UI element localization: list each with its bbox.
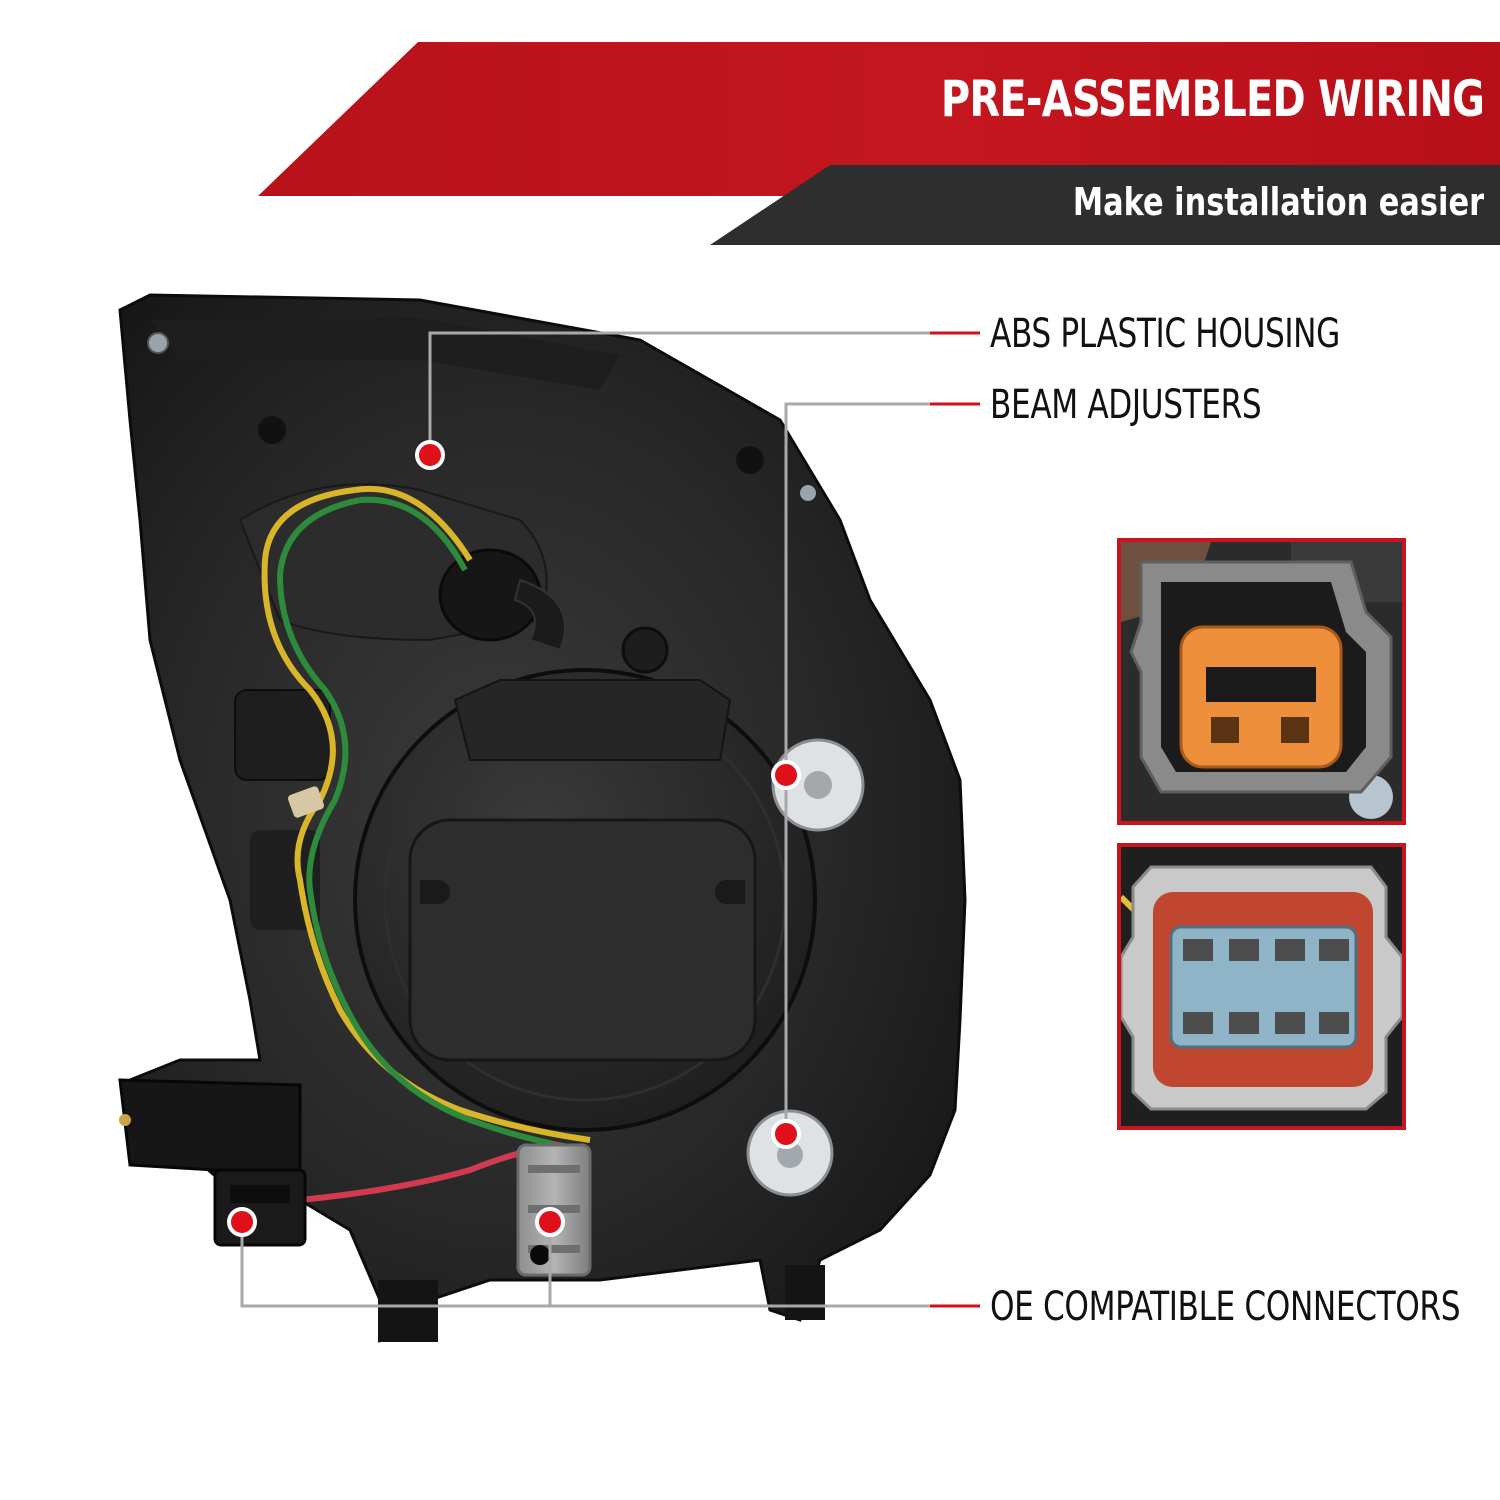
marker-gray-plug bbox=[535, 1207, 565, 1237]
marker-housing bbox=[415, 440, 445, 470]
black-plug bbox=[213, 1168, 307, 1247]
banner-subtitle: Make installation easier bbox=[1072, 180, 1484, 224]
leader-accent-ends bbox=[930, 331, 980, 1308]
multi-pin-connector-icon bbox=[1121, 847, 1402, 1126]
inset-gray-connector bbox=[1117, 843, 1406, 1130]
leader-adjusters bbox=[784, 402, 980, 1134]
label-oe-compatible-connectors: OE COMPATIBLE CONNECTORS bbox=[990, 1284, 1461, 1330]
side-connector-bracket bbox=[118, 1078, 302, 1177]
mount-screw-top bbox=[147, 332, 169, 354]
label-beam-adjusters: BEAM ADJUSTERS bbox=[990, 382, 1262, 428]
banner-dark bbox=[710, 165, 1500, 245]
leader-lines bbox=[240, 331, 980, 1308]
inset-orange-connector bbox=[1117, 538, 1406, 825]
mount-screw-right bbox=[800, 485, 816, 501]
marker-black-plug bbox=[227, 1207, 257, 1237]
marker-adjuster-upper bbox=[771, 760, 801, 790]
leader-connectors bbox=[240, 1222, 980, 1308]
housing-top-ridge bbox=[150, 318, 620, 390]
dust-cap-plate bbox=[408, 818, 757, 1062]
two-pin-connector-icon bbox=[1121, 542, 1402, 821]
wire-green bbox=[276, 497, 586, 1153]
callout-markers bbox=[227, 440, 801, 1237]
label-abs-plastic-housing: ABS PLASTIC HOUSING bbox=[990, 311, 1340, 357]
leader-housing bbox=[428, 331, 980, 452]
marker-adjuster-lower bbox=[771, 1119, 801, 1149]
banner-title: PRE-ASSEMBLED WIRING bbox=[940, 70, 1485, 128]
wire-yellow bbox=[261, 487, 591, 1143]
